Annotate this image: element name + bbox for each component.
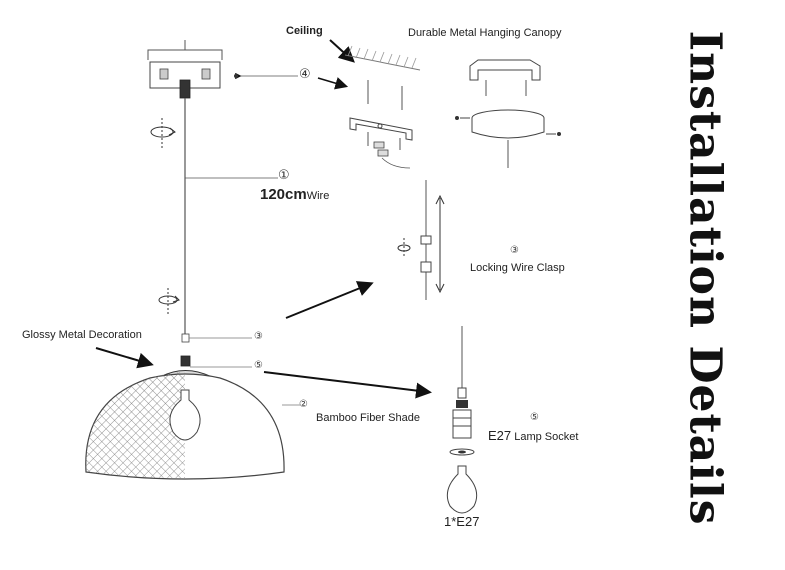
number-3: ③ <box>254 331 263 342</box>
page-title: Installation Details <box>679 30 731 526</box>
decoration-label: Glossy Metal Decoration <box>22 329 142 341</box>
bulb-shape <box>169 389 201 441</box>
title-container: Installation Details <box>650 18 760 538</box>
number-3-clasp: ③ <box>510 245 519 256</box>
wire-length: 120cm <box>260 186 307 203</box>
wire-text: Wire <box>306 190 330 202</box>
canopy-illustration <box>455 59 561 168</box>
bulb-detail <box>446 465 478 514</box>
decoration-pointer-arrow <box>95 347 154 369</box>
number-5-socket: ⑤ <box>530 412 539 423</box>
socket-pointer-arrow <box>263 371 432 399</box>
ceiling-arrow <box>329 39 355 63</box>
wire-label: 120cmWire <box>260 186 329 203</box>
rotate-arrow-icon <box>397 238 411 258</box>
rotate-arrow-icon <box>150 118 176 148</box>
wire-clasp <box>181 333 190 343</box>
socket-detail <box>446 326 478 514</box>
socket-label: E27 Lamp Socket <box>488 428 578 443</box>
number-2: ② <box>299 399 308 410</box>
ceiling-bracket-illustration <box>344 45 421 169</box>
socket-text: Lamp Socket <box>514 431 579 443</box>
shade-label: Bamboo Fiber Shade <box>316 412 420 424</box>
clasp-label: Locking Wire Clasp <box>470 262 565 274</box>
canopy-label: Durable Metal Hanging Canopy <box>408 27 562 39</box>
number-5: ⑤ <box>254 360 263 371</box>
ceiling-label: Ceiling <box>286 25 323 37</box>
bulb-label: 1*E27 <box>444 514 480 529</box>
clasp-detail <box>397 180 445 300</box>
canopy-pointer-arrow <box>317 77 349 90</box>
rotate-arrow-icon <box>158 288 180 314</box>
number-1: ① <box>278 168 290 183</box>
socket-type: E27 <box>488 428 512 443</box>
pendant-assembly <box>85 40 300 480</box>
clasp-pointer-arrow <box>285 281 374 319</box>
number-4: ④ <box>299 67 311 82</box>
